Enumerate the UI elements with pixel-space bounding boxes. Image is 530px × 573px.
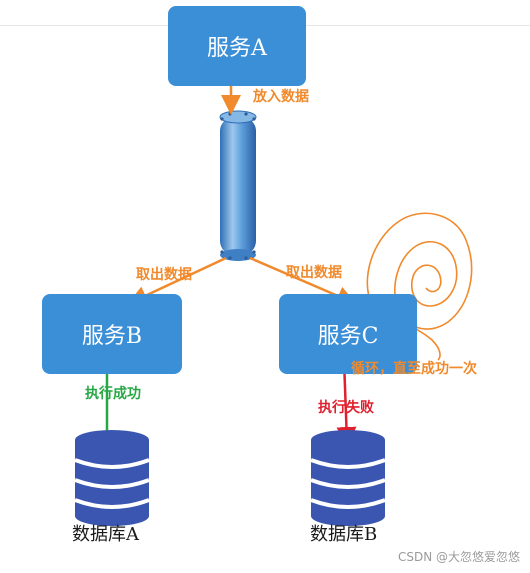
database-a-icon	[74, 430, 150, 526]
service-b-box: 服务B	[42, 294, 182, 374]
service-a-box: 服务A	[168, 6, 306, 86]
retry-label: 循环，直至成功一次	[351, 361, 477, 377]
put-data-label: 放入数据	[253, 89, 309, 105]
exec-success-label: 执行成功	[85, 386, 141, 402]
service-b-label: 服务B	[81, 324, 143, 349]
service-c-label: 服务C	[317, 324, 379, 349]
service-c-box: 服务C	[279, 294, 417, 374]
database-b-icon	[310, 430, 386, 526]
retry-loop-scribble	[366, 212, 473, 330]
database-a-label: 数据库A	[72, 524, 139, 545]
watermark: CSDN @大忽悠爱忽悠	[397, 550, 520, 564]
service-a-label: 服务A	[207, 36, 267, 61]
database-b-label: 数据库B	[310, 524, 378, 545]
queue-pipe	[219, 110, 257, 261]
take-data-right-label: 取出数据	[286, 265, 342, 281]
exec-fail-label: 执行失败	[318, 400, 374, 416]
take-data-left-label: 取出数据	[136, 267, 192, 283]
